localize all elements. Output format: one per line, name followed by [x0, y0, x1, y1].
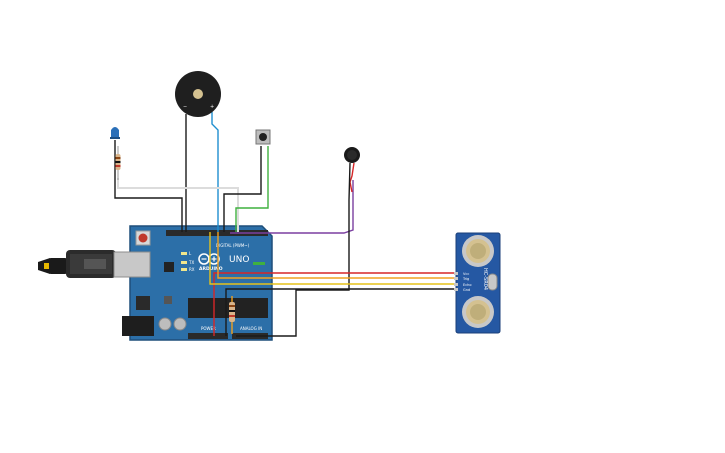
wire-motor-red[interactable] [349, 162, 355, 193]
pushbutton[interactable] [255, 129, 271, 145]
sensor-name: HC-SR04 [482, 268, 488, 290]
led-rx [181, 268, 187, 271]
atmega-chip [188, 298, 268, 318]
led-l [181, 252, 187, 255]
led-rx-label: RX [189, 267, 195, 272]
buzzer-plus: + [210, 104, 214, 110]
wire-button-black[interactable] [223, 146, 262, 232]
onboard-resistor[interactable] [229, 302, 235, 322]
led-resistor[interactable] [115, 146, 121, 180]
digital-label: DIGITAL (PWM~) [216, 243, 250, 248]
transducer-icon [462, 296, 494, 328]
wire-button-green[interactable] [235, 146, 269, 232]
led-tx-label: TX [188, 260, 194, 265]
blue-led[interactable] [110, 127, 120, 139]
buzzer-minus: − [183, 104, 187, 110]
sensor-pin-trig: Trig [462, 277, 469, 281]
power-header [188, 333, 228, 339]
ultrasonic-sensor[interactable]: Vcc Trig Echo Gnd HC-SR04 [454, 232, 501, 334]
sensor-pin-echo: Echo [463, 283, 472, 287]
piezo-buzzer[interactable]: − + [175, 71, 221, 117]
usb-port [113, 251, 151, 278]
capacitor [158, 317, 172, 331]
vibration-motor[interactable] [344, 147, 360, 163]
wire-motor-black[interactable] [236, 162, 351, 337]
capacitor [173, 317, 187, 331]
sensor-pin-vcc: Vcc [463, 272, 469, 276]
arduino-uno-board[interactable]: L TX RX UNO ARDUINO DIGITAL (PWM~) POWER… [113, 225, 273, 341]
board-brand: ARDUINO [199, 266, 223, 272]
transducer-icon [462, 235, 494, 267]
wires [114, 112, 456, 337]
analog-label: ANALOG IN [240, 326, 262, 331]
wire-buzzer-signal[interactable] [211, 112, 219, 232]
wire-sensor-gnd[interactable] [225, 288, 456, 336]
led-l-label: L [189, 251, 192, 256]
wire-led-gnd[interactable] [114, 140, 183, 232]
wire-sensor-trig[interactable] [217, 232, 456, 279]
arduino-logo-icon [198, 253, 220, 265]
wire-motor-purple[interactable] [230, 180, 354, 234]
barrel-jack [122, 316, 154, 336]
sensor-pin-gnd: Gnd [463, 288, 470, 292]
wire-led-white[interactable] [117, 178, 239, 232]
usb-chip [164, 262, 174, 272]
board-marker [253, 262, 265, 265]
led-tx [181, 261, 187, 264]
wire-sensor-vcc[interactable] [213, 272, 456, 336]
icsp-header [136, 296, 150, 310]
regulator [164, 296, 172, 304]
power-label: POWER [201, 326, 216, 331]
wire-sensor-echo[interactable] [209, 232, 456, 285]
crystal [487, 273, 498, 291]
digital-header [166, 230, 268, 236]
usb-cable[interactable] [38, 250, 116, 278]
board-model: UNO [229, 255, 249, 265]
